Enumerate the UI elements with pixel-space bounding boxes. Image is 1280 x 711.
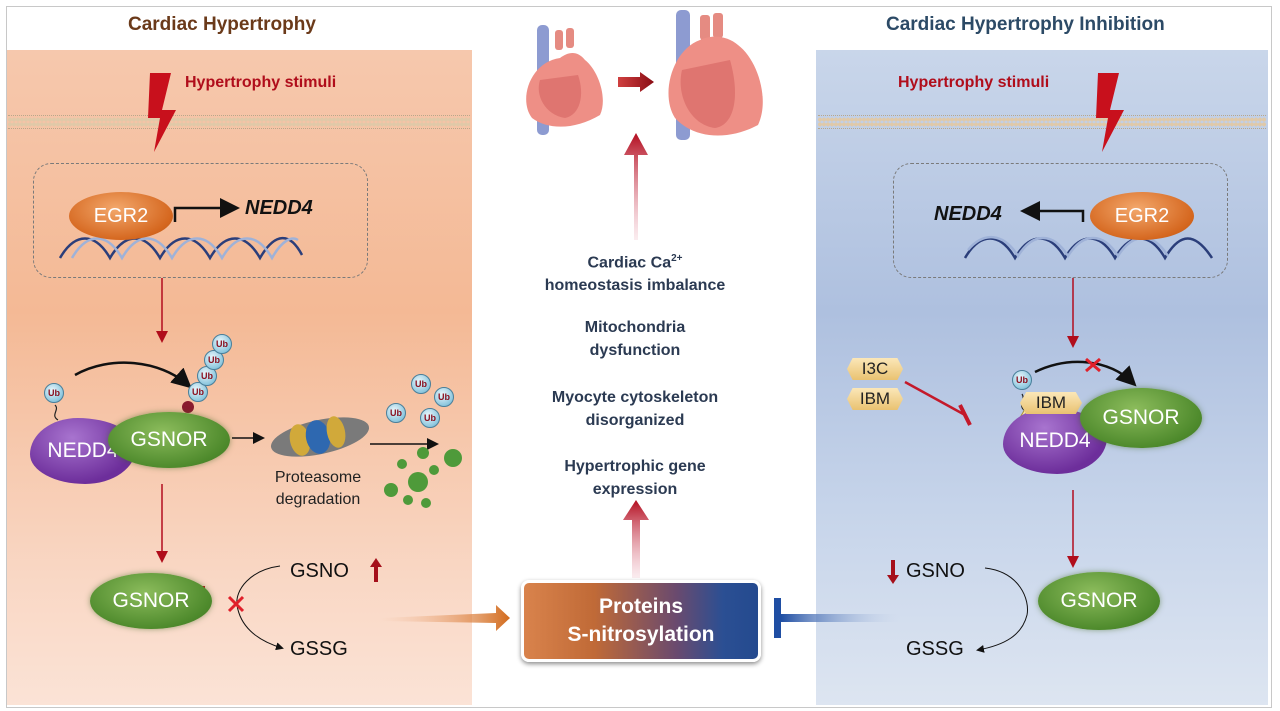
effect-line2: dysfunction (589, 342, 681, 359)
right-nucleus (893, 163, 1228, 278)
heart-progression-arrow-icon (618, 72, 654, 92)
inhibitor-bar-icon (958, 404, 972, 426)
ubiquitin-icon: Ub (411, 374, 431, 394)
effect-hypertrophic-gene-expression: Hypertrophic gene expression (515, 455, 755, 501)
effect-line1: Hypertrophic gene (564, 458, 706, 475)
right-bound-ibm-node: IBM (1020, 392, 1082, 414)
inhibitor-line (904, 380, 966, 417)
ubiquitin-icon: Ub (1012, 370, 1032, 390)
ubiquitination-site-icon (182, 401, 194, 413)
normal-heart-icon (526, 25, 603, 135)
gsno-decrease-icon (887, 560, 899, 584)
left-stimulus-label: Hypertrophy stimuli (185, 74, 337, 91)
right-dna-helix-icon (963, 235, 1214, 261)
effect-calcium-imbalance: Cardiac Ca2+ homeostasis imbalance (515, 247, 755, 297)
proteasome-label-line1: Proteasome (274, 469, 362, 486)
left-reaction-blocked-icon (227, 595, 245, 613)
ubiquitin-icon: Ub (44, 383, 64, 403)
effect-line1: Myocyte cytoskeleton (551, 389, 719, 406)
left-ubiquitin-transfer-arrow (74, 361, 192, 389)
left-panel-title: Cardiac Hypertrophy (128, 14, 316, 35)
left-egr2-node: EGR2 (69, 192, 173, 240)
center-up-arrow-upper (624, 133, 648, 240)
center-up-arrow-lower (623, 500, 649, 578)
ibm-inhibitor-node: IBM (847, 388, 903, 410)
right-gsnor-result-node: GSNOR (1038, 572, 1160, 630)
ubiquitin-icon: Ub (386, 403, 406, 423)
left-gssg-label: GSSG (290, 638, 348, 660)
effect-line2: disorganized (585, 412, 685, 429)
left-panel-background (7, 50, 472, 705)
ubiquitin-icon: Ub (212, 334, 232, 354)
effect-line2: homeostasis imbalance (544, 277, 726, 295)
left-gsno-label: GSNO (290, 560, 349, 582)
left-gsnor-result-node: GSNOR (90, 573, 212, 629)
ubiquitin-icon: Ub (420, 408, 440, 428)
protein-s-nitrosylation-node: Proteins S-nitrosylation (521, 580, 761, 662)
left-to-center-arrow (380, 605, 510, 631)
left-nucleus (33, 163, 368, 278)
right-transcription-arrow-icon (1020, 201, 1085, 222)
i3c-inhibitor-node: I3C (847, 358, 903, 380)
right-to-center-inhibition-line (781, 614, 901, 622)
right-ubiquitin-transfer-arrow (1034, 360, 1137, 387)
right-transfer-blocked-icon (1085, 357, 1101, 373)
right-lightning-icon (1096, 73, 1124, 152)
proteasome-label-line2: degradation (275, 491, 361, 508)
hypertrophic-heart-icon (668, 10, 763, 140)
right-stimulus-label: Hypertrophy stimuli (898, 74, 1050, 91)
central-node-line2: S-nitrosylation (567, 623, 715, 646)
effect-cytoskeleton-disorganized: Myocyte cytoskeleton disorganized (515, 386, 755, 432)
right-gsnor-node: GSNOR (1080, 388, 1202, 448)
inhibition-bar-icon (774, 598, 781, 638)
effect-mitochondria-dysfunction: Mitochondria dysfunction (515, 316, 755, 362)
right-nedd4-gene-label: NEDD4 (934, 203, 1002, 225)
degraded-fragments-icon (384, 447, 462, 508)
left-nedd4-gene-label: NEDD4 (245, 197, 313, 219)
central-node-line1: Proteins (598, 595, 684, 618)
effect-line2: expression (592, 481, 678, 498)
right-egr2-node: EGR2 (1090, 192, 1194, 240)
effect-line1: Mitochondria (584, 319, 686, 336)
effect-line1: Cardiac Ca2+ (587, 253, 683, 272)
left-dna-helix-icon (58, 236, 304, 261)
right-gssg-label: GSSG (906, 638, 964, 660)
ubiquitin-icon: Ub (434, 387, 454, 407)
left-lightning-icon (148, 73, 176, 152)
left-gsno-to-gssg-reaction-arrow (236, 565, 284, 651)
ubiquitin-icon: Ub (188, 382, 208, 402)
left-cell-membrane (8, 115, 470, 129)
gsno-increase-icon (370, 558, 382, 582)
right-cell-membrane (818, 115, 1266, 129)
right-gsno-to-gssg-reaction-arrow (976, 567, 1028, 653)
left-transcription-arrow-icon (173, 198, 240, 222)
right-gsno-label: GSNO (906, 560, 965, 582)
proteasome-degradation-label: Proteasome degradation (258, 467, 378, 511)
left-gsnor-node: GSNOR (108, 412, 230, 468)
proteasome-icon (270, 416, 370, 457)
right-panel-title: Cardiac Hypertrophy Inhibition (886, 14, 1165, 35)
